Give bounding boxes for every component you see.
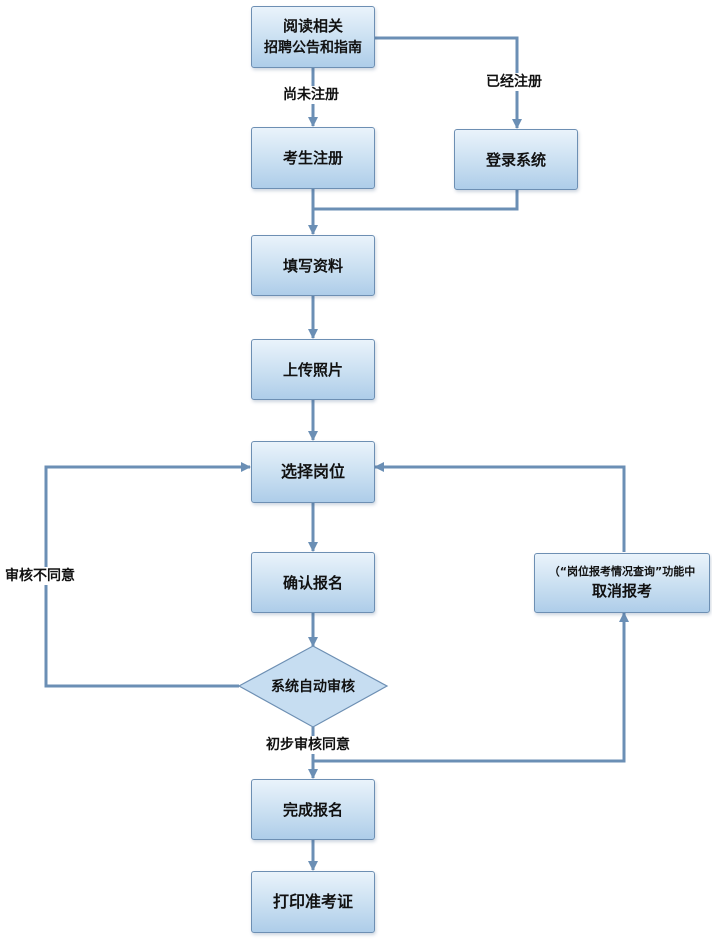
node-upload-text: 上传照片	[282, 360, 343, 379]
edge-to-cancel	[313, 612, 629, 763]
decision-review-text: 系统自动审核	[271, 679, 355, 695]
edge-login-to-fill	[313, 190, 519, 211]
node-login-text: 登录系统	[485, 150, 546, 169]
node-fill-text: 填写资料	[282, 256, 343, 275]
node-read-announcement: 阅读相关 招聘公告和指南	[251, 6, 375, 68]
node-select-position: 选择岗位	[251, 441, 375, 503]
label-registered: 已经注册	[486, 73, 542, 91]
node-register-text: 考生注册	[282, 149, 343, 167]
node-print-text: 打印准考证	[272, 892, 353, 911]
node-fill-info: 填写资料	[251, 235, 375, 296]
label-review-passed: 初步审核同意	[266, 736, 350, 754]
node-select-text: 选择岗位	[280, 462, 345, 481]
node-confirm-registration: 确认报名	[251, 552, 375, 613]
node-print-admission-ticket: 打印准考证	[251, 871, 375, 933]
edge-read-to-login	[375, 36, 522, 129]
label-not-registered: 尚未注册	[283, 86, 339, 104]
edge-review-to-select	[44, 462, 251, 688]
node-cancel-line1: （“岗位报考情况查询”功能中	[548, 565, 696, 578]
node-read-line2: 招聘公告和指南	[264, 40, 362, 56]
node-complete-registration: 完成报名	[251, 779, 375, 840]
node-confirm-text: 确认报名	[282, 573, 343, 592]
node-login: 登录系统	[454, 129, 578, 190]
label-review-rejected: 审核不同意	[5, 567, 75, 585]
edge-cancel-to-select	[374, 462, 626, 552]
node-cancel-registration: （“岗位报考情况查询”功能中 取消报考	[534, 553, 710, 613]
node-cancel-line2: 取消报考	[591, 582, 652, 600]
decision-review-shape	[237, 645, 389, 728]
node-register: 考生注册	[251, 127, 375, 189]
node-upload-photo: 上传照片	[251, 339, 375, 400]
node-read-line1: 阅读相关	[282, 17, 343, 35]
node-complete-text: 完成报名	[282, 800, 343, 819]
